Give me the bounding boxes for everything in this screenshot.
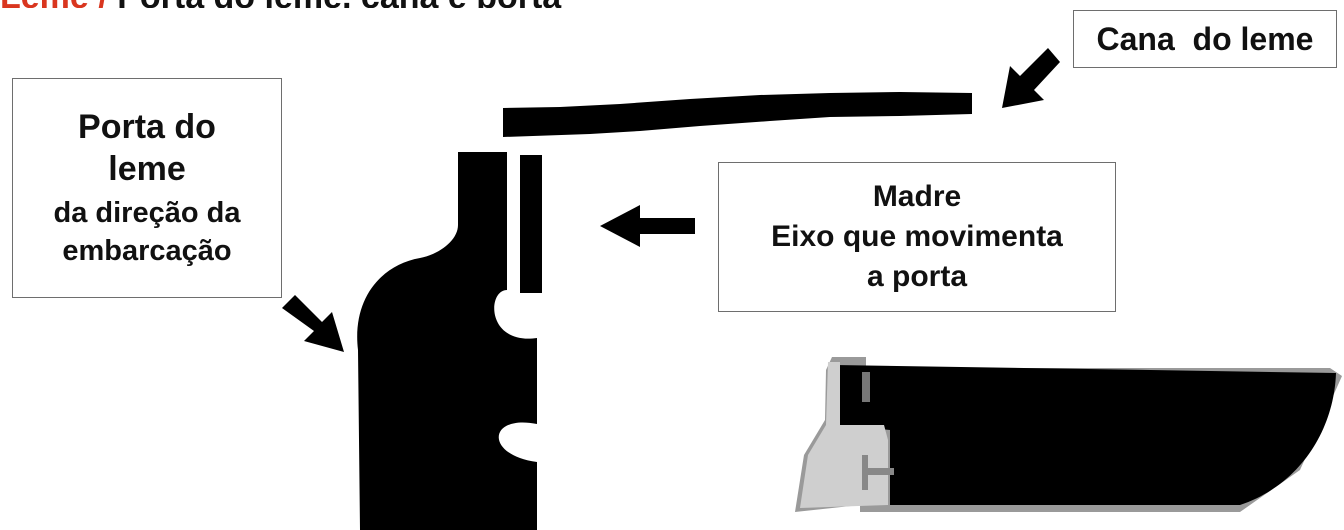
arrow-left-icon (600, 205, 695, 247)
porta-line-4: embarcação (62, 235, 232, 267)
header-accent: Leme (0, 0, 89, 8)
header-text: Porta do leme, cana e porta (117, 0, 561, 8)
pintle-pin-shape (862, 455, 868, 490)
rudder-stock-shape (520, 155, 542, 293)
label-cana-do-leme: Cana do leme (1073, 10, 1337, 68)
header-slash: / (98, 0, 107, 8)
cana-text: Cana do leme (1096, 20, 1314, 57)
rudder-shaft-shape (862, 372, 870, 402)
madre-line-2: Eixo que movimenta (771, 220, 1063, 253)
hull-rudder-illustration (795, 357, 1342, 512)
rudder-blade-shape (357, 152, 537, 530)
hull-shape (835, 365, 1336, 505)
arrow-down-left-icon (1002, 48, 1060, 108)
label-porta-do-leme: Porta do leme da direção da embarcação (12, 78, 282, 298)
arrow-down-right-icon (282, 295, 344, 352)
pintle-shape (864, 468, 894, 475)
tiller-shape (503, 92, 972, 137)
header-strip: Leme / Porta do leme, cana e porta (0, 0, 960, 8)
porta-line-3: da direção da (53, 197, 241, 229)
madre-line-3: a porta (866, 260, 968, 293)
porta-line-2: leme (108, 150, 186, 188)
madre-line-1: Madre (872, 180, 962, 213)
label-madre: Madre Eixo que movimenta a porta (718, 162, 1116, 312)
porta-line-1: Porta do (78, 108, 216, 146)
